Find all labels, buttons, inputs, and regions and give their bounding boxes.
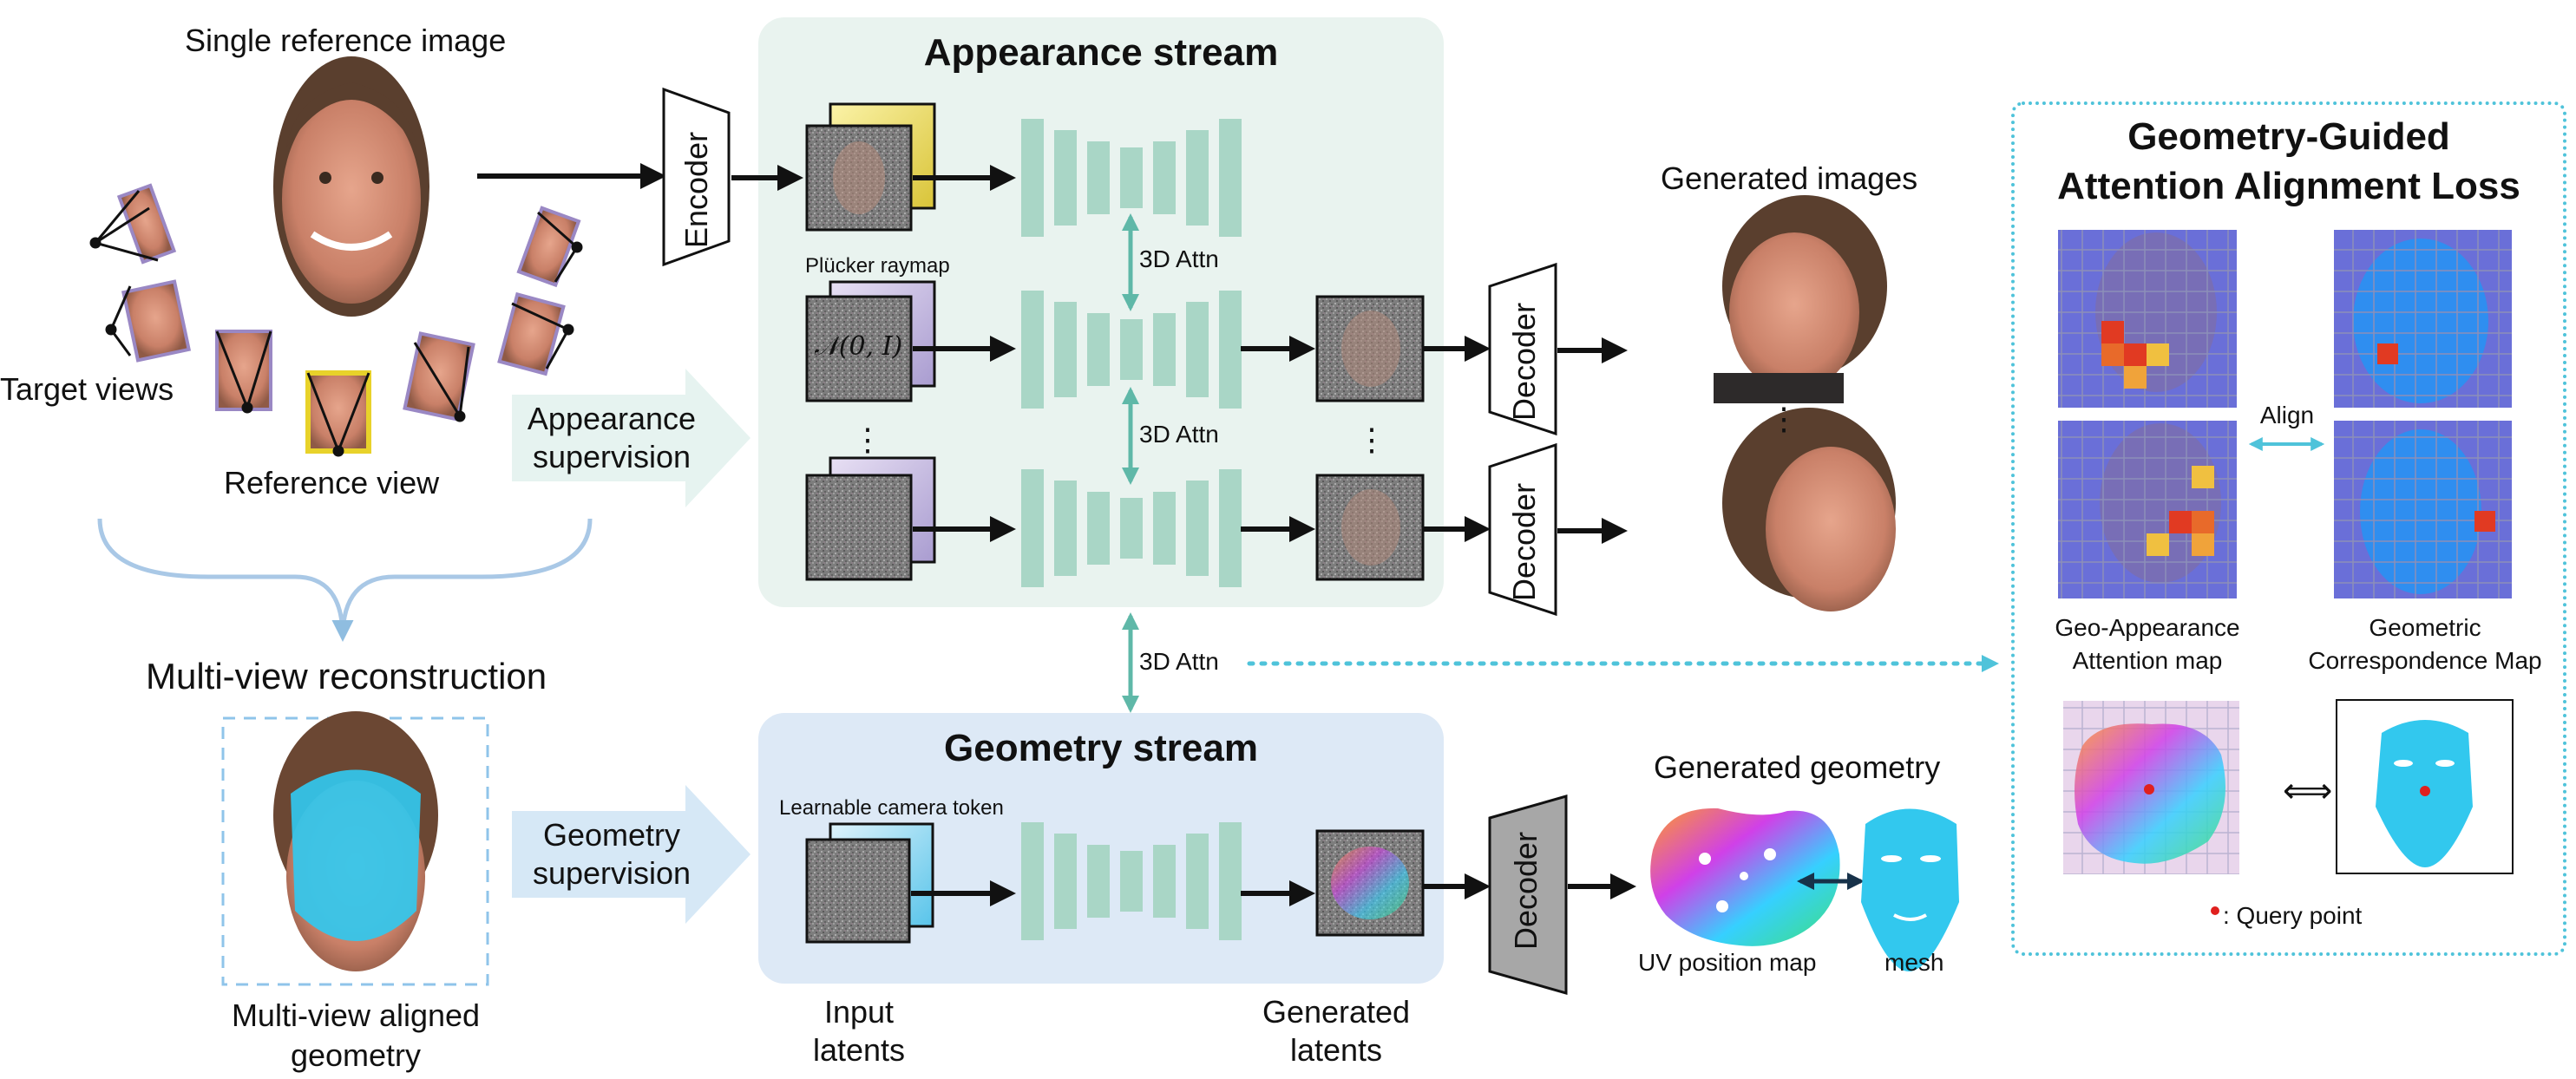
raymap-noise-latent-stack [805, 280, 936, 402]
target-camera-views [89, 183, 583, 457]
encoder-label: Encoder [678, 131, 714, 248]
appearance-unet-row3 [1021, 469, 1242, 587]
uv-position-map-label: UV position map [1638, 949, 1817, 976]
camera-view-reference [305, 370, 371, 454]
uv-position-map [1650, 808, 1840, 946]
appearance-supervision-label-1: Appearance [527, 401, 697, 436]
generated-image-2 [1722, 408, 1896, 611]
decoder-label-row2: Decoder [1506, 302, 1542, 421]
geometry-supervision-label-1: Geometry [542, 817, 681, 853]
plucker-raymap-label: Plücker raymap [805, 254, 950, 278]
camera-view-4 [403, 331, 475, 422]
align-label: Align [2259, 402, 2315, 428]
geometric-correspondence-label-2: Correspondence Map [2308, 647, 2542, 674]
input-latents-label-2: latents [812, 1032, 906, 1068]
reference-view-label: Reference view [224, 465, 440, 500]
geometry-output-latent [1315, 829, 1425, 937]
decoder-block-row2 [1488, 262, 1557, 436]
geometry-supervision-label-2: supervision [532, 855, 692, 891]
geo-appearance-label-1: Geo-Appearance [2055, 614, 2240, 641]
camera-view-2 [109, 279, 192, 363]
decoder-block-row3 [1488, 442, 1557, 617]
query-mesh [2336, 699, 2514, 874]
loss-title-line2: Attention Alignment Loss [2057, 165, 2520, 207]
encoder-block [662, 87, 731, 267]
generated-geometry-label: Generated geometry [1654, 749, 1941, 785]
multiview-reconstruction-label: Multi-view reconstruction [146, 656, 547, 696]
target-noise-latent-stack [805, 456, 936, 581]
generated-images-label: Generated images [1661, 160, 1918, 196]
appearance-supervision-label-2: supervision [532, 439, 692, 474]
noise-distribution-label: 𝒩(0, I) [814, 331, 903, 362]
attention-map-bottom [2058, 421, 2237, 598]
attention-map-top [2058, 230, 2237, 408]
aligned-geometry-face [273, 711, 438, 971]
attn-label-1: 3D Attn [1139, 245, 1219, 272]
generated-latents-label-2: latents [1289, 1032, 1383, 1068]
appearance-unet-row2 [1021, 291, 1242, 409]
mesh-face [1861, 808, 1959, 971]
output-latent-row2 [1315, 295, 1425, 402]
decoder-label-row3: Decoder [1506, 482, 1542, 601]
camera-token-latent-stack [805, 822, 934, 944]
geo-appearance-label-2: Attention map [2072, 647, 2223, 674]
multiview-aligned-label-2: geometry [290, 1037, 422, 1073]
geometry-decoder-block [1488, 795, 1568, 995]
appearance-latents-ellipsis: ⋮ [852, 422, 883, 457]
input-latents-label-1: Input [823, 994, 895, 1030]
generated-image-1 [1714, 195, 1887, 403]
target-views-label: Target views [0, 371, 174, 407]
geometry-stream-title: Geometry stream [944, 727, 1258, 769]
reference-latent-stack [805, 102, 936, 232]
multiview-aligned-label-1: Multi-view aligned [231, 997, 481, 1033]
query-point-label: : Query point [2223, 902, 2363, 929]
learnable-camera-token-label: Learnable camera token [779, 796, 1004, 820]
reference-face-image [273, 56, 429, 317]
geometry-unet [1021, 822, 1242, 940]
appearance-unet-row1 [1021, 119, 1242, 237]
loss-title-line1: Geometry-Guided [2127, 115, 2450, 158]
correspondence-map-top [2334, 230, 2512, 408]
appearance-outputs-ellipsis: ⋮ [1356, 422, 1387, 457]
decoder-label-geometry: Decoder [1508, 831, 1544, 950]
single-reference-image-label: Single reference image [185, 23, 507, 58]
mesh-label: mesh [1884, 949, 1944, 976]
reconstruction-brace [97, 518, 593, 638]
generated-images-ellipsis: ⋮ [1768, 401, 1799, 436]
correspondence-map-bottom [2334, 421, 2512, 598]
alignment-loss-panel [2011, 101, 2566, 956]
output-latent-row3 [1315, 474, 1425, 581]
query-point-legend-dot [2211, 906, 2219, 915]
appearance-stream-title: Appearance stream [923, 31, 1279, 74]
attn-label-3: 3D Attn [1139, 648, 1219, 675]
geometry-supervision-arrow [512, 785, 751, 924]
generated-latents-label-1: Generated [1262, 994, 1411, 1030]
attn-label-2: 3D Attn [1139, 421, 1219, 448]
uv-mesh-equivalence-glyph: ⟺ [2283, 771, 2332, 811]
camera-view-5 [497, 291, 570, 376]
uv-attention-patch-map [2063, 701, 2239, 874]
geometric-correspondence-label-1: Geometric [2369, 614, 2481, 641]
appearance-supervision-arrow [512, 369, 751, 507]
camera-view-6 [516, 206, 581, 288]
camera-view-1 [94, 183, 177, 265]
